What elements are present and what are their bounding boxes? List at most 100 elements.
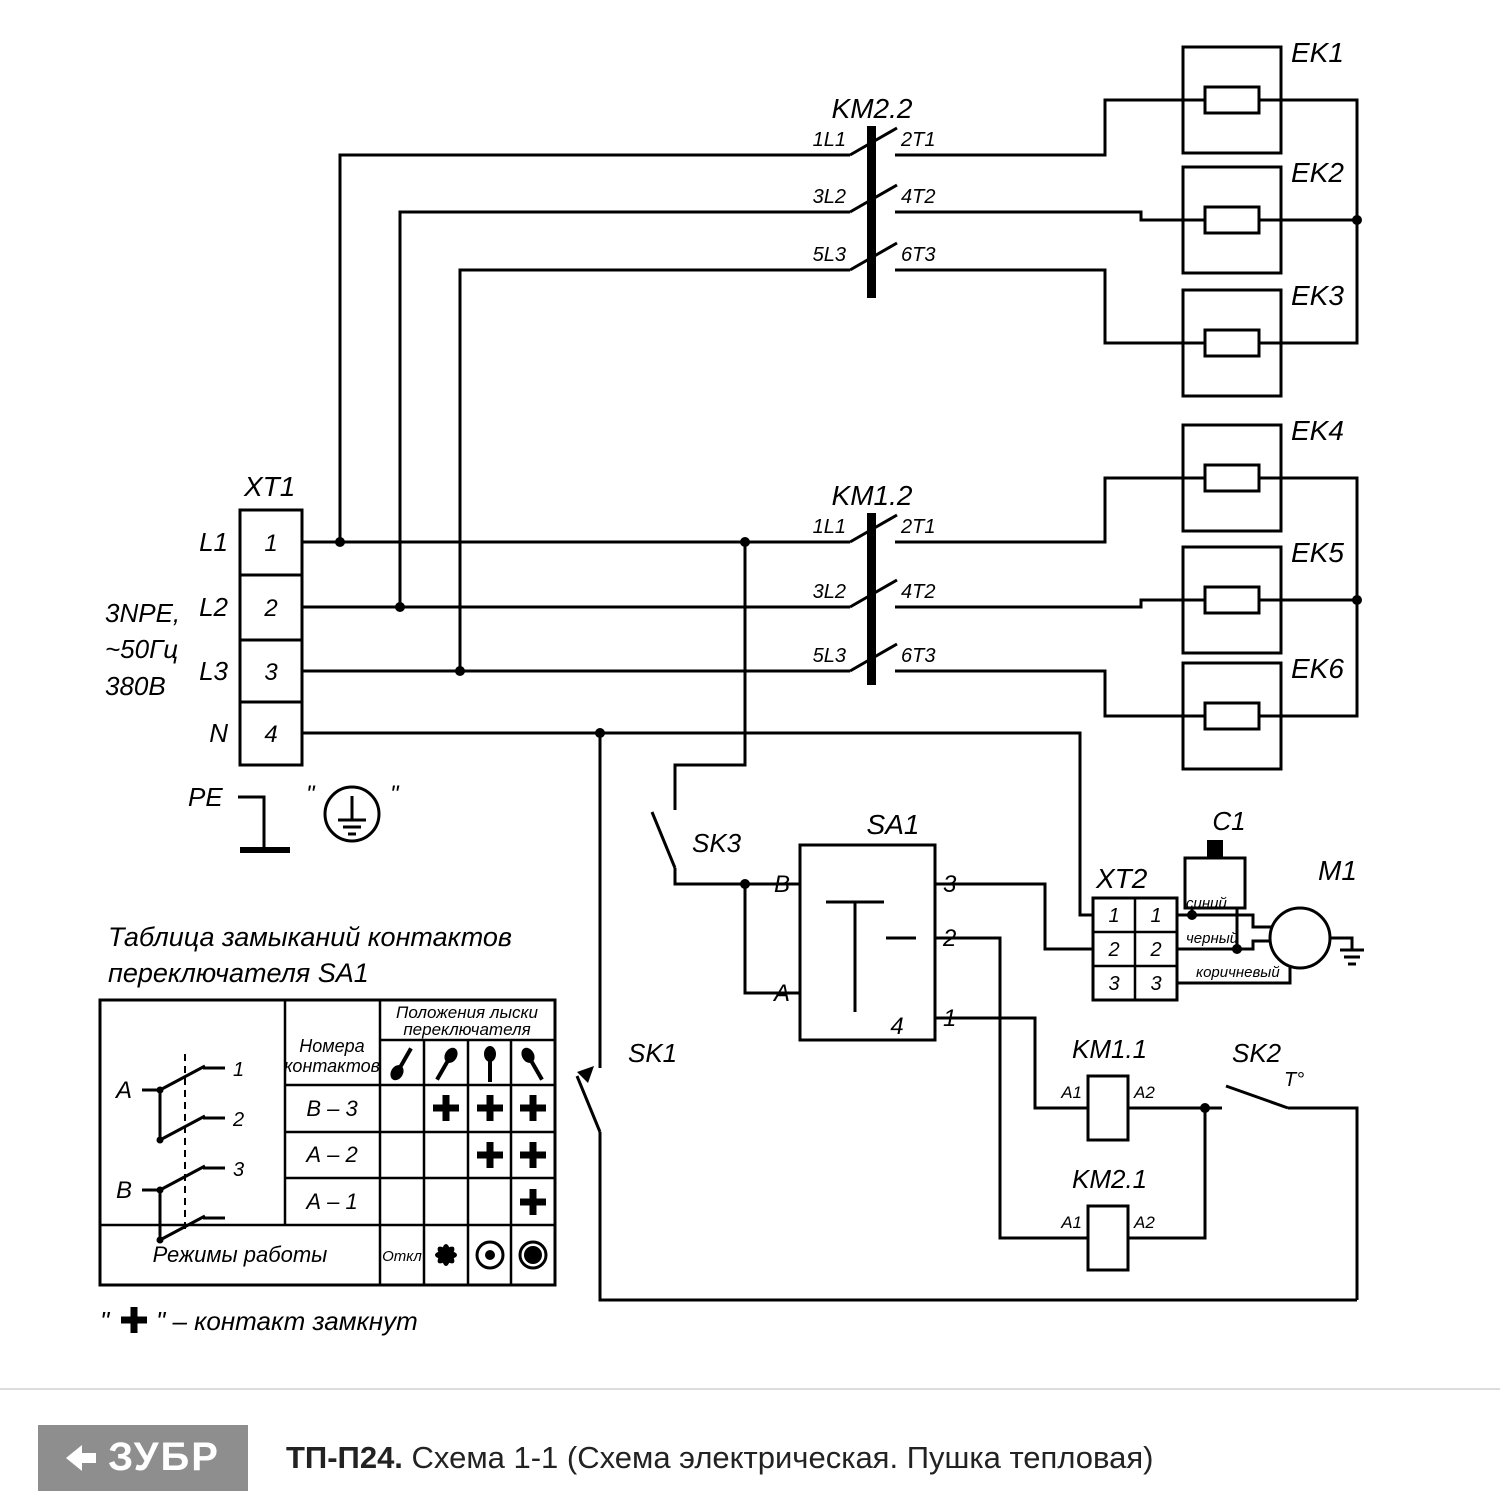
sa1-term-3: 3 (943, 871, 957, 898)
junction-dot (1187, 910, 1197, 920)
motor-m1: M1 синий черный коричневый (1186, 855, 1364, 981)
legend-text: " – контакт замкнут (156, 1306, 418, 1336)
table-pos-header-1: Положения лыски (396, 1003, 538, 1022)
contactor-km12: KM1.2 1L1 2T1 3L2 4T2 5L3 6T3 (813, 480, 935, 685)
contact-closed-mark (520, 1142, 546, 1168)
sketch-n1: 1 (233, 1059, 244, 1081)
wire-sk2-return (1288, 1106, 1359, 1300)
ek1-element-icon (1203, 85, 1261, 115)
junction-dot (595, 728, 605, 738)
junction-dot (1352, 595, 1362, 605)
pe-quote-close: " (390, 781, 400, 808)
sketch-b-label: В (116, 1177, 132, 1204)
heat-high-icon (518, 1240, 548, 1270)
fan-mode-icon (435, 1244, 457, 1266)
ek5-case (1181, 545, 1283, 655)
heater-ek2: EK2 (1181, 157, 1344, 275)
table-num-header-2: контактов (284, 1056, 380, 1076)
km21-a1: A1 (1060, 1213, 1082, 1232)
selector-table: Таблица замыканий контактов переключател… (98, 922, 557, 1336)
ek6-label: EK6 (1291, 653, 1344, 684)
earth-circle-icon (323, 785, 381, 843)
sketch-dot (156, 1236, 164, 1244)
sa1-term-a: A (772, 980, 790, 1007)
xt2-label: XT2 (1095, 863, 1148, 894)
position-icon-2 (435, 1047, 458, 1081)
junction-dot (740, 879, 750, 889)
sketch-n2: 2 (232, 1109, 244, 1131)
schema-title: Схема 1-1 (Схема электрическая. Пушка те… (411, 1439, 1154, 1475)
xt1-dividers (240, 573, 302, 704)
zubr-logo-mark-icon (66, 1444, 97, 1471)
km22-term-3l2: 3L2 (813, 186, 846, 208)
km21-a2: A2 (1133, 1213, 1155, 1232)
wire-n (302, 731, 1093, 917)
wire-sk1-branch (598, 733, 1357, 1302)
power-wiring (302, 98, 1359, 917)
wire-sa1-2-km21 (935, 936, 1088, 1240)
table-outline (98, 998, 557, 1287)
junction-dot (1200, 1103, 1210, 1113)
sketch-dot (156, 1086, 164, 1094)
ek2-element-icon (1203, 205, 1261, 235)
ek5-element-icon (1203, 585, 1261, 615)
wire-km21-out (1128, 1108, 1207, 1240)
km22-term-1l1: 1L1 (813, 129, 846, 151)
wire-l1 (302, 153, 850, 544)
xt1-cell-2: 2 (263, 595, 277, 622)
km11-a2: A2 (1133, 1083, 1155, 1102)
contact-closed-mark (433, 1095, 459, 1121)
ek1-case (1181, 45, 1283, 155)
km12-term-1l1: 1L1 (813, 516, 846, 538)
sketch-n3: 3 (233, 1159, 244, 1181)
xt2-grid (1093, 898, 1177, 1000)
legend-quote-open: " (100, 1306, 111, 1336)
km12-term-5l3: 5L3 (813, 645, 846, 667)
wire-sa1-3-xt2 (935, 882, 1093, 951)
supply-spec-2: ~50Гц (105, 634, 178, 664)
phase-label-l2: L2 (199, 592, 228, 622)
ek3-case (1181, 288, 1283, 398)
sa1-cam-icon (826, 900, 916, 1012)
switch-sk2: SK2 T° (1225, 1038, 1304, 1110)
km12-term-3l2: 3L2 (813, 581, 846, 603)
km11-a1: A1 (1060, 1083, 1082, 1102)
contact-closed-marks (433, 1095, 546, 1215)
pe-ground: PE " " (188, 781, 400, 853)
coil-km21: KM2.1 A1 A2 (1060, 1164, 1155, 1272)
sa1-term-1: 1 (943, 1005, 956, 1032)
sk2-label: SK2 (1232, 1038, 1282, 1068)
m1-label: M1 (1318, 855, 1357, 886)
wire-sa1-1-km11 (935, 1016, 1088, 1110)
pe-label: PE (188, 782, 223, 812)
heat-low-icon (475, 1240, 505, 1270)
wire-sa1-a (743, 884, 800, 995)
sa1-label: SA1 (867, 809, 920, 840)
sa1-contacts-sketch: А В 1 2 3 (114, 1054, 244, 1244)
switch-sk1: SK1 (575, 1038, 677, 1133)
control-wiring (598, 542, 1359, 1302)
ek3-element-icon (1203, 328, 1261, 358)
sk2-blade (1225, 1084, 1289, 1110)
xt1-cell-1: 1 (264, 530, 277, 557)
table-num-header-1: Номера (299, 1036, 364, 1056)
km12-term-6t3: 6T3 (901, 645, 935, 667)
position-icon-4 (521, 1047, 544, 1081)
table-title-2: переключателя SA1 (108, 958, 369, 988)
ek1-label: EK1 (1291, 37, 1344, 68)
km12-term-2t1: 2T1 (900, 516, 935, 538)
sk3-blade (650, 811, 677, 869)
xt2-cell: 3 (1108, 973, 1119, 995)
c1-label: C1 (1212, 806, 1245, 836)
sa1-box (798, 843, 937, 1042)
km22-linkage-bar (867, 126, 876, 298)
earth-icon (338, 796, 366, 836)
ek3-label: EK3 (1291, 280, 1344, 311)
supply-spec-3: 380В (105, 671, 166, 701)
wire-label-black: черный (1186, 930, 1239, 947)
phase-label-l1: L1 (199, 527, 228, 557)
capacitor-c1: C1 (1183, 806, 1247, 910)
motor-icon (1268, 906, 1332, 970)
contact-closed-mark (477, 1095, 503, 1121)
